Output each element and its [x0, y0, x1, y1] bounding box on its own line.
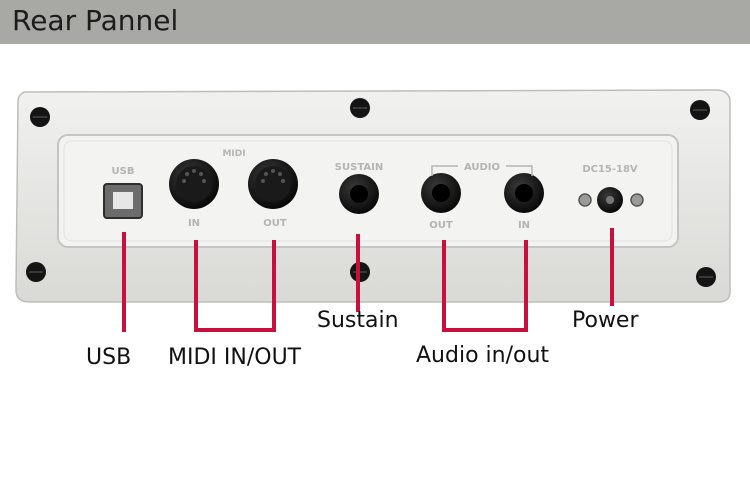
- silkscreen-audio-in: IN: [518, 220, 530, 231]
- callout-line-midi: [194, 240, 276, 332]
- screw-icon: [30, 107, 50, 127]
- callout-label-power: Power: [572, 308, 639, 333]
- title-bar: Rear Pannel: [0, 0, 750, 44]
- silkscreen-usb: USB: [112, 166, 135, 177]
- sustain-jack-icon: [339, 174, 379, 214]
- power-jack-icon: [578, 187, 644, 213]
- audio-in-jack-icon: [504, 173, 544, 213]
- screw-icon: [26, 262, 46, 282]
- silkscreen-power: DC15-18V: [582, 164, 638, 175]
- screw-icon: [690, 100, 710, 120]
- screw-icon: [350, 98, 370, 118]
- silkscreen-audio-out: OUT: [429, 220, 453, 231]
- callout-label-audio: Audio in/out: [416, 343, 550, 368]
- silkscreen-midi: MIDI: [222, 149, 245, 159]
- callout-label-usb: USB: [86, 345, 132, 370]
- screw-icon: [696, 267, 716, 287]
- callout-line-audio: [442, 240, 528, 332]
- callout-label-midi: MIDI IN/OUT: [168, 345, 302, 370]
- usb-port-icon: [103, 183, 143, 219]
- page-title: Rear Pannel: [12, 4, 179, 37]
- silkscreen-audio-bracket: [431, 165, 533, 176]
- midi-out-socket-icon: [248, 159, 298, 209]
- silkscreen-midi-in: IN: [188, 218, 200, 229]
- silkscreen-midi-out: OUT: [263, 218, 287, 229]
- callout-label-sustain: Sustain: [317, 308, 399, 333]
- silkscreen-sustain: SUSTAIN: [335, 162, 383, 173]
- audio-out-jack-icon: [421, 173, 461, 213]
- silkscreen-audio: AUDIO: [464, 162, 500, 173]
- midi-in-socket-icon: [169, 159, 219, 209]
